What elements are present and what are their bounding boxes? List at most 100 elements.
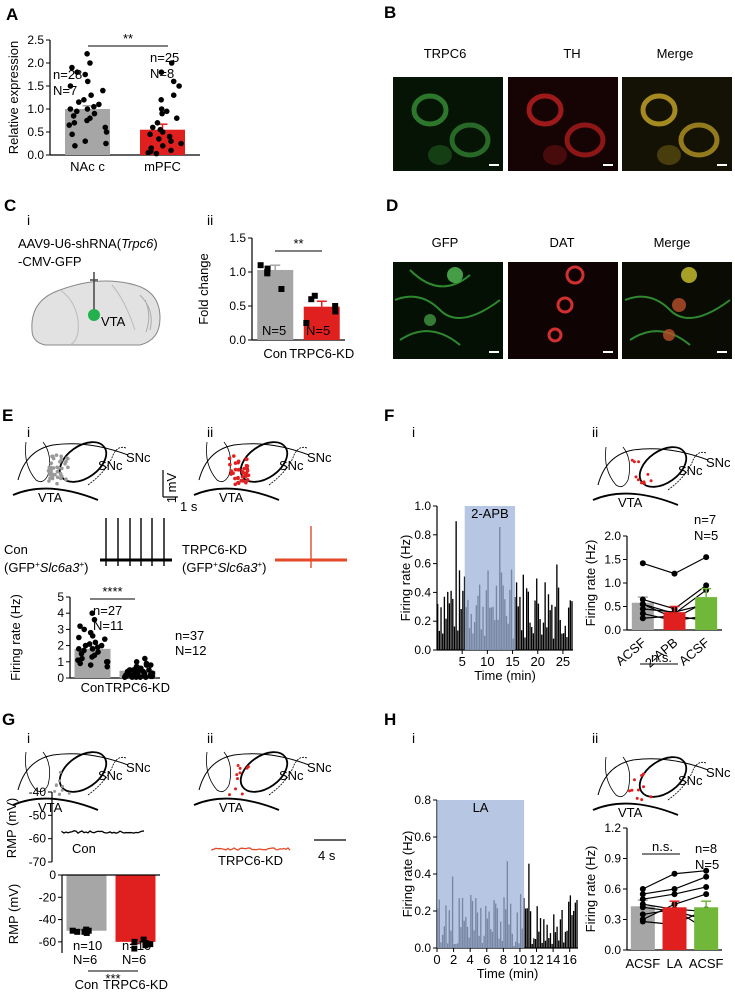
neuron-dot xyxy=(238,771,242,775)
data-point xyxy=(176,83,182,89)
neuron-dot xyxy=(50,472,55,476)
y-tick-label: 1.2 xyxy=(604,821,621,835)
vta-label: VTA xyxy=(219,800,244,815)
paired-point xyxy=(639,610,646,617)
histogram-bar xyxy=(559,919,562,948)
data-point xyxy=(170,78,177,85)
y-tick-label: 0.4 xyxy=(414,867,431,881)
data-point xyxy=(149,124,156,131)
neuron-dot xyxy=(245,464,250,468)
data-point xyxy=(257,262,264,269)
neuron-dot xyxy=(243,471,248,476)
annotation-n2: n=37 xyxy=(175,628,204,643)
histogram-bar xyxy=(536,578,538,650)
data-point xyxy=(84,78,91,85)
histogram-bar xyxy=(537,603,540,650)
neuron-dot xyxy=(231,471,235,476)
neuron-dot xyxy=(67,791,71,795)
neuron-dot xyxy=(640,481,644,485)
brain-outline xyxy=(17,443,129,481)
neuron-dot xyxy=(649,795,653,799)
neuron-dot xyxy=(59,476,63,481)
virus-close: ) xyxy=(153,236,157,251)
histogram-bar xyxy=(539,619,541,650)
data-point xyxy=(69,927,76,934)
neuron-dot xyxy=(236,764,240,768)
y-tick-label: 0.0 xyxy=(229,333,246,347)
y-axis-label: Firing rate (Hz) xyxy=(583,540,598,627)
snc-label-2: SNc xyxy=(126,760,151,775)
panel-label-g: G xyxy=(2,710,15,729)
histogram-bar xyxy=(528,863,530,948)
data-point xyxy=(158,69,165,75)
data-point xyxy=(133,659,140,665)
data-point xyxy=(89,654,95,660)
neuron-dot xyxy=(50,476,55,481)
data-point xyxy=(147,662,154,668)
x-tick-label: Con xyxy=(263,346,287,361)
neuron-dot xyxy=(233,467,238,472)
data-point xyxy=(103,140,109,147)
y-tick-label: 0.6 xyxy=(414,830,431,844)
neuron-dot xyxy=(634,475,638,479)
histogram-bar xyxy=(460,609,462,650)
snc-label: SNc xyxy=(279,458,304,473)
annotation-n1-mice: N=6 xyxy=(73,952,97,967)
paired-point xyxy=(703,554,710,561)
neuron-dot xyxy=(57,792,61,796)
gfp-sup: + xyxy=(35,560,40,569)
histogram-bar xyxy=(526,908,528,948)
y-tick-label: -70 xyxy=(29,855,47,869)
data-point xyxy=(74,69,80,75)
data-point xyxy=(129,674,135,680)
y-axis-label: RMP (mV) xyxy=(6,884,21,944)
data-point xyxy=(149,673,156,680)
histogram-bar xyxy=(568,901,570,948)
data-point xyxy=(264,265,271,272)
data-point xyxy=(89,646,96,652)
histogram-bar xyxy=(541,942,543,948)
sub-label-hii: ii xyxy=(592,730,598,746)
scale-bar-voltage: 1 mV xyxy=(164,473,179,504)
x-tick-label: Con xyxy=(81,680,105,695)
paired-point xyxy=(639,911,646,918)
y-tick-label: 0.0 xyxy=(414,643,431,657)
histogram-bar xyxy=(556,564,558,650)
close-paren: ) xyxy=(84,560,88,575)
histogram-bar xyxy=(544,940,547,948)
snc-region xyxy=(87,446,127,486)
histogram-bar xyxy=(443,596,446,650)
data-point xyxy=(143,662,150,668)
neuron-dot xyxy=(53,789,57,793)
sub-label-ci: i xyxy=(27,212,30,228)
histogram-bar xyxy=(534,939,537,948)
histogram-bar xyxy=(567,607,570,650)
histogram-bar xyxy=(531,627,533,650)
annotation-n-mice: N=5 xyxy=(694,528,718,543)
x-tick-label: 10 xyxy=(480,654,494,669)
paired-point xyxy=(639,596,646,603)
histogram-bar xyxy=(524,637,526,650)
data-point xyxy=(78,650,85,657)
data-point xyxy=(82,138,89,144)
y-tick-label: 0.5 xyxy=(229,299,246,313)
y-axis-label: Relative expression xyxy=(6,41,21,154)
x-tick-label: ACSF xyxy=(689,956,724,971)
significance-label: ** xyxy=(123,31,133,46)
snc-label-2: SNc xyxy=(126,450,151,465)
data-point xyxy=(76,634,82,641)
histogram-bar xyxy=(532,633,535,650)
trace-kd xyxy=(275,526,347,568)
neuron-dot xyxy=(55,465,59,470)
bar-2-apb xyxy=(663,612,686,630)
neuron-dot xyxy=(245,468,250,473)
neuron-dot xyxy=(233,461,238,465)
data-point xyxy=(84,117,90,124)
snc-label-2: SNc xyxy=(706,455,731,470)
data-point xyxy=(89,633,96,639)
y-tick-label: -60 xyxy=(39,935,57,949)
neuron-dot xyxy=(64,477,68,481)
neuron-dot xyxy=(54,453,59,457)
